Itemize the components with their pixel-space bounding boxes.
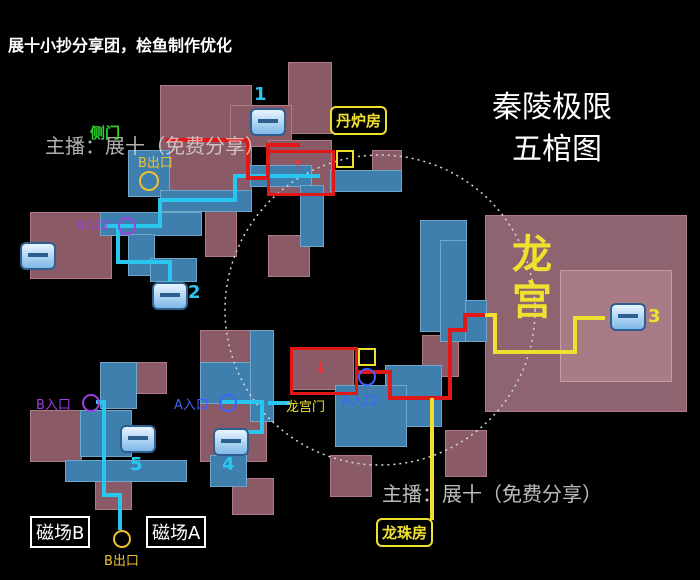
marker-square: [358, 348, 376, 366]
coffin-number: 5: [130, 454, 143, 475]
dragon-pearl-room-label[interactable]: 龙珠房: [376, 518, 434, 547]
b-exit-marker: [139, 171, 159, 191]
b-entrance-label: B入口: [76, 218, 109, 232]
map-room: [330, 455, 372, 497]
coffin-icon[interactable]: [250, 108, 286, 136]
map-room: [288, 62, 332, 134]
page-title-line1: 秦陵极限: [492, 90, 612, 125]
corridor: [210, 455, 247, 487]
a-entrance-label: A入口: [174, 398, 209, 413]
red-route-top: [165, 138, 300, 180]
b-entrance-marker: [82, 394, 100, 412]
coffin-icon[interactable]: [213, 428, 249, 456]
coffin-icon[interactable]: [152, 282, 188, 310]
yellow-route-palace: [485, 313, 605, 354]
cyan-route-branch: [116, 226, 172, 285]
dragon-palace-title: 龙宫: [512, 232, 552, 324]
a-entrance-marker: [219, 394, 237, 412]
coffin-number: 2: [188, 282, 201, 303]
alchemy-room-label[interactable]: 丹炉房: [330, 106, 388, 135]
arrow-down-icon: ↓: [314, 358, 328, 377]
magnet-field-a-label[interactable]: 磁场A: [146, 516, 207, 548]
highlight-room-top: [267, 150, 335, 196]
b-entrance-label: B入口: [36, 398, 71, 413]
coffin-icon[interactable]: [20, 242, 56, 270]
watermark-top: 主播：展十（免费分享）: [45, 134, 265, 158]
dotted-arc: [224, 154, 536, 466]
side-door-label: 侧门: [90, 124, 121, 142]
a-entrance-label: A入口: [342, 394, 377, 409]
watermark-bottom: 主播：展十（免费分享）: [382, 482, 602, 506]
coffin-number: 3: [648, 306, 661, 327]
highlight-room-center: [290, 347, 358, 395]
coffin-icon[interactable]: [120, 425, 156, 453]
b-exit-label: B出口: [138, 156, 173, 171]
corridor: [440, 240, 467, 342]
red-route-right: [355, 313, 485, 400]
b-exit-label: B出口: [104, 554, 139, 569]
coffin-number: 1: [254, 84, 267, 105]
map-room: [445, 430, 487, 477]
map-room: [95, 478, 132, 510]
coffin-icon[interactable]: [610, 303, 646, 331]
marker-square: [336, 150, 354, 168]
cyan-route-5: [96, 400, 122, 530]
b-entrance-marker: [118, 217, 136, 235]
corridor: [330, 170, 402, 192]
magnet-field-b-label[interactable]: 磁场B: [30, 516, 91, 548]
dragon-palace-door-label: 龙宫门: [286, 400, 326, 415]
corridor: [65, 460, 187, 482]
header-caption: 展十小抄分享团，桧鱼制作优化: [8, 36, 233, 55]
a-entrance-marker: [358, 368, 376, 386]
corridor: [335, 385, 407, 447]
corridor: [100, 362, 137, 409]
b-exit-marker: [113, 530, 131, 548]
coffin-number: 4: [222, 454, 235, 475]
page-title-line2: 五棺图: [512, 132, 602, 167]
arrow-up-icon: ↑: [291, 156, 305, 175]
